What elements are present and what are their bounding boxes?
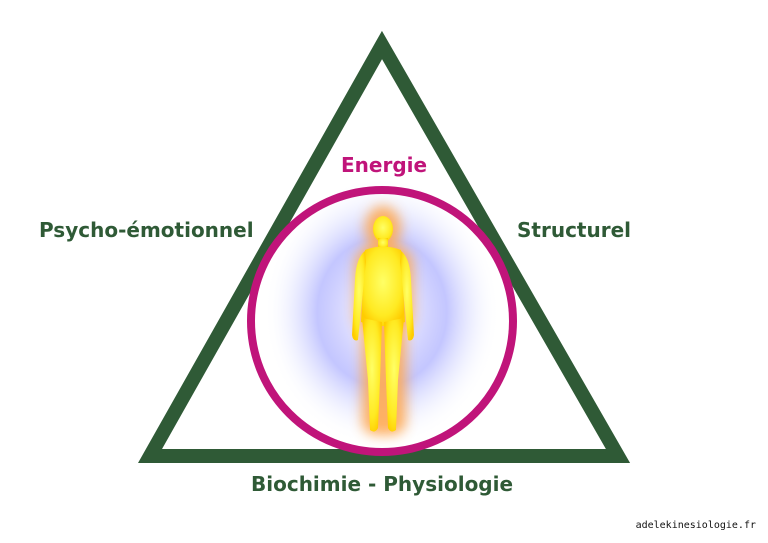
label-structurel: Structurel xyxy=(517,218,632,242)
label-biochimie-physiologie: Biochimie - Physiologie xyxy=(251,472,514,496)
website-credit: adelekinesiologie.fr xyxy=(635,520,756,531)
label-psycho-emotionnel: Psycho-émotionnel xyxy=(39,218,254,242)
energy-circle xyxy=(247,186,517,456)
human-figure-icon xyxy=(352,206,414,435)
triangle-outline xyxy=(138,30,631,463)
label-energie: Energie xyxy=(341,153,428,177)
